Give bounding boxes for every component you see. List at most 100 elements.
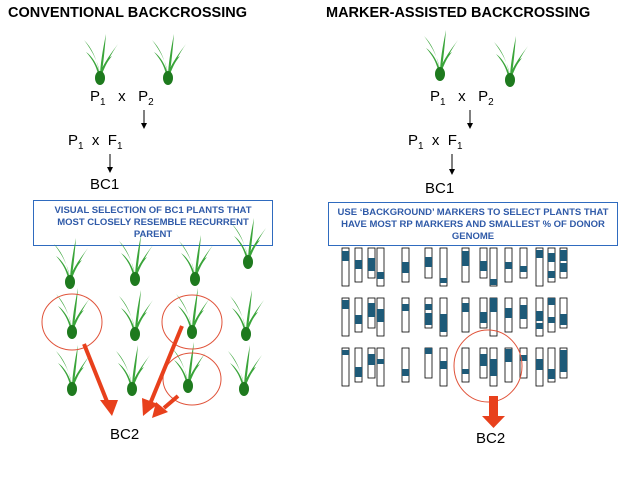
right-p1b: P	[408, 132, 419, 149]
donor-segment	[536, 311, 543, 321]
donor-segment	[425, 304, 432, 310]
right-p1-sub: 1	[440, 97, 446, 108]
donor-segment	[368, 308, 375, 317]
left-p1b: P	[68, 132, 79, 149]
donor-segment	[505, 349, 512, 362]
donor-segment	[462, 303, 469, 311]
chromosome	[401, 347, 410, 383]
chromosome	[519, 347, 528, 379]
donor-segment	[505, 308, 512, 318]
chromosome	[376, 347, 385, 387]
selection-circle	[41, 293, 103, 351]
donor-segment	[548, 253, 555, 262]
donor-segment	[355, 315, 362, 324]
left-p1-sub: 1	[100, 97, 106, 108]
chromosome	[341, 347, 350, 387]
donor-segment	[520, 305, 527, 319]
left-f1: F	[107, 132, 117, 149]
selection-circle	[453, 329, 523, 403]
donor-segment	[377, 309, 384, 322]
chromosome	[376, 247, 385, 287]
left-p1: P	[90, 88, 101, 105]
left-x2: x	[91, 132, 100, 149]
arrow-down-red-icon	[482, 396, 505, 428]
donor-segment	[425, 257, 432, 267]
donor-segment	[490, 364, 497, 376]
donor-segment	[548, 298, 555, 305]
chromosome	[547, 347, 556, 383]
plant-icon	[424, 30, 458, 81]
bc1-plants	[54, 218, 266, 396]
chromosome	[354, 347, 363, 383]
donor-segment	[520, 355, 527, 361]
donor-segment	[342, 350, 349, 355]
left-p1b-sub: 1	[78, 141, 84, 152]
chromosome	[559, 297, 568, 329]
donor-segment	[462, 251, 469, 265]
donor-segment	[368, 258, 375, 271]
chromosome-grid	[341, 247, 568, 387]
right-x2: x	[431, 132, 440, 149]
left-f1-sub: 1	[116, 141, 123, 152]
right-p2-sub: 2	[488, 97, 494, 108]
right-heading: MARKER-ASSISTED BACKCROSSING	[326, 5, 591, 21]
donor-segment	[368, 354, 375, 359]
donor-segment	[342, 251, 349, 261]
left-bc2-label: BC2	[110, 426, 140, 443]
donor-segment	[490, 359, 497, 366]
right-backcross: P1 x F1	[408, 132, 463, 152]
donor-segment	[505, 262, 512, 269]
right-x1: x	[458, 88, 466, 105]
right-p2: P	[478, 88, 489, 105]
donor-segment	[480, 261, 487, 271]
left-bc1-label: BC1	[90, 176, 120, 193]
donor-segment	[440, 363, 447, 369]
chromosome	[547, 247, 556, 283]
donor-segment	[560, 263, 567, 272]
donor-segment	[355, 260, 362, 269]
right-parent-cross: P1 x P2	[430, 88, 494, 108]
right-p1b-sub: 1	[418, 141, 424, 152]
donor-segment	[520, 266, 527, 272]
donor-segment	[462, 369, 469, 374]
left-selection-box: VISUAL SELECTION OF BC1 PLANTS THAT MOST…	[33, 200, 273, 246]
selection-arrows	[82, 325, 184, 418]
donor-segment	[548, 369, 555, 379]
donor-segment	[560, 317, 567, 324]
chromosome	[439, 247, 448, 287]
donor-segment	[560, 350, 567, 359]
right-f1: F	[447, 132, 457, 149]
chromosome	[504, 347, 513, 383]
donor-segment	[377, 272, 384, 279]
plant-icon	[152, 34, 186, 85]
chromosome	[461, 347, 470, 383]
plant-icon	[84, 34, 118, 85]
right-f1-sub: 1	[456, 141, 463, 152]
left-parent-cross: P1 x P2	[90, 88, 154, 108]
donor-segment	[548, 271, 555, 278]
donor-segment	[355, 367, 362, 377]
chromosome	[519, 247, 528, 279]
donor-segment	[377, 359, 384, 364]
left-x1: x	[118, 88, 126, 105]
left-p2-sub: 2	[148, 97, 154, 108]
chromosome	[461, 297, 470, 333]
donor-segment	[560, 250, 567, 261]
donor-segment	[560, 359, 567, 372]
left-backcross: P1 x F1	[68, 132, 123, 152]
chromosome	[489, 247, 498, 287]
chromosome	[535, 247, 544, 287]
donor-segment	[402, 304, 409, 311]
donor-segment	[536, 359, 543, 370]
right-p1: P	[430, 88, 441, 105]
donor-segment	[440, 278, 447, 283]
donor-segment	[480, 354, 487, 366]
chromosome	[341, 297, 350, 337]
donor-segment	[490, 298, 497, 312]
donor-segment	[342, 300, 349, 309]
donor-segment	[480, 312, 487, 323]
donor-segment	[490, 279, 497, 285]
right-bc2-label: BC2	[476, 430, 506, 447]
donor-segment	[425, 348, 432, 354]
